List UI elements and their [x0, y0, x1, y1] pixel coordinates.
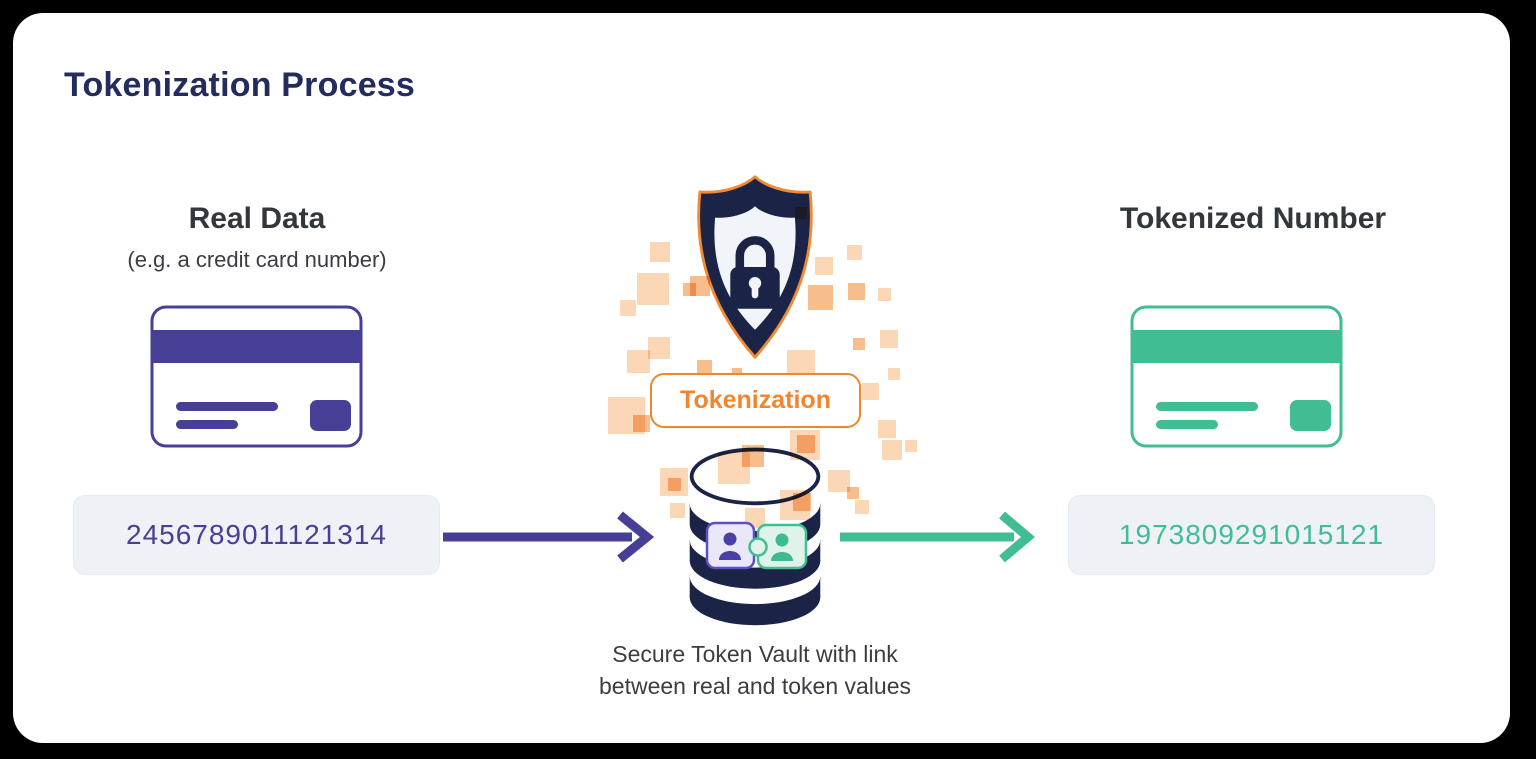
decor-square — [795, 207, 807, 219]
arrow-right-green-icon — [840, 511, 1035, 563]
decor-square — [620, 300, 636, 316]
tokenization-badge: Tokenization — [650, 373, 861, 428]
decor-square — [718, 452, 750, 484]
decor-square — [650, 242, 670, 262]
decor-square — [847, 487, 859, 499]
real-data-subheading: (e.g. a credit card number) — [127, 247, 387, 272]
decor-square — [905, 440, 917, 452]
decor-square — [793, 493, 811, 511]
real-number-box: 2456789011121314 — [73, 495, 440, 575]
real-data-heading: Real Data — [188, 202, 326, 235]
decor-square — [862, 383, 879, 400]
credit-card-icon — [150, 305, 363, 448]
decor-square — [888, 368, 900, 380]
tokenized-number-box: 1973809291015121 — [1068, 495, 1435, 575]
tokenized-number-heading: Tokenized Number — [1119, 202, 1387, 235]
decor-square — [855, 500, 869, 514]
real-number-value: 2456789011121314 — [126, 519, 387, 550]
vault-caption-line2: between real and token values — [599, 673, 911, 699]
decor-square — [828, 470, 850, 492]
decor-square — [670, 503, 685, 518]
decor-square — [848, 283, 865, 300]
vault-caption: Secure Token Vault with link between rea… — [555, 638, 955, 702]
decor-square — [808, 285, 833, 310]
decor-square — [882, 440, 902, 460]
decor-square — [880, 330, 898, 348]
tokenized-number-value: 1973809291015121 — [1118, 519, 1385, 550]
decor-square — [847, 245, 862, 260]
decor-square — [668, 478, 681, 491]
decor-square — [637, 273, 669, 305]
decor-square — [690, 276, 710, 296]
decor-square — [853, 338, 865, 350]
decor-square — [878, 288, 891, 301]
vault-caption-line1: Secure Token Vault with link — [612, 641, 898, 667]
arrow-right-purple-icon — [443, 511, 655, 563]
decor-square — [627, 350, 650, 373]
puzzle-link-users-icon — [705, 521, 808, 570]
decor-square — [815, 257, 833, 275]
tokenization-badge-label: Tokenization — [680, 386, 831, 414]
credit-card-icon-green — [1130, 305, 1343, 448]
decor-square — [878, 420, 896, 438]
decor-square — [633, 415, 650, 432]
decor-square — [648, 337, 670, 359]
decor-square — [797, 435, 815, 453]
decor-square — [697, 360, 712, 375]
shield-lock-icon — [697, 175, 813, 359]
page-title: Tokenization Process — [64, 66, 416, 104]
